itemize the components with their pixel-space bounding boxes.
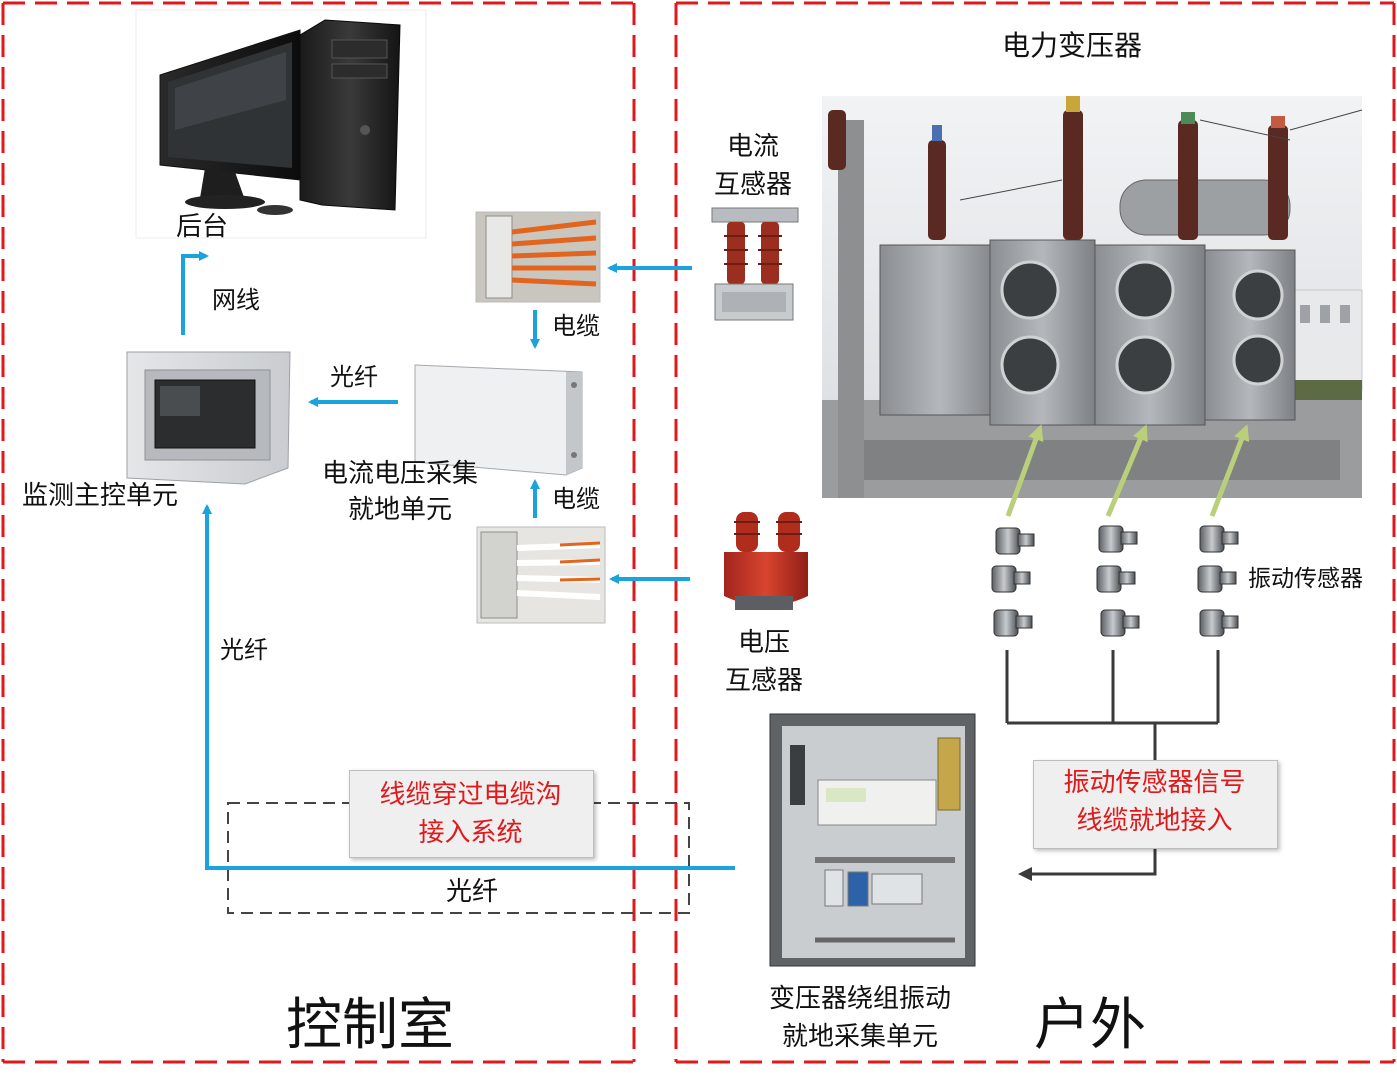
sensor-arrows (1005, 424, 1250, 517)
cable-trench-label: 线缆穿过电缆沟 接入系统 (349, 776, 592, 852)
vt-line2: 互感器 (724, 666, 803, 696)
backend-computer-image (135, 9, 427, 239)
voltage-transformer-image (724, 512, 808, 610)
monitor-unit-label: 监测主控单元 (22, 481, 179, 511)
vibration-unit-label: 变压器绕组振动 就地采集单元 (740, 980, 980, 1056)
network-cable-label: 网线 (212, 286, 260, 314)
sensor-signal-label: 振动传感器信号 线缆就地接入 (1033, 764, 1276, 840)
backend-label: 后台 (176, 212, 229, 242)
cable-bottom-label: 电缆 (552, 485, 600, 513)
vibration-cabinet-image (769, 713, 976, 967)
fiber-left-label: 光纤 (220, 636, 268, 664)
power-transformer-label: 电力变压器 (1002, 29, 1143, 62)
ct-line1: 电流 (726, 132, 779, 162)
fiber-top-label: 光纤 (330, 363, 378, 391)
terminal-block-top-image (475, 211, 601, 303)
cable-top-label: 电缆 (552, 312, 600, 340)
control-room-title: 控制室 (286, 993, 454, 1058)
acq-unit-image (414, 364, 583, 476)
sensor-signal-line2: 线缆就地接入 (1076, 806, 1233, 836)
link-fiber-long (202, 504, 735, 870)
vib-unit-line1: 变压器绕组振动 (768, 984, 951, 1014)
vibration-sensor-label: 振动传感器 (1248, 566, 1363, 592)
vt-line1: 电压 (737, 628, 790, 658)
current-transformer-image (711, 207, 799, 321)
voltage-transformer-label: 电压 互感器 (710, 624, 818, 700)
vib-unit-line2: 就地采集单元 (781, 1022, 938, 1052)
sensor-signal-callout (1033, 760, 1278, 849)
sensor-cable-tree (1005, 650, 1220, 881)
link-network (181, 251, 209, 335)
sensor-col-2 (1096, 525, 1140, 637)
current-transformer-label: 电流 互感器 (700, 128, 806, 204)
sensor-signal-line1: 振动传感器信号 (1063, 768, 1246, 798)
acq-unit-line1: 电流电压采集 (321, 459, 478, 489)
ct-line2: 互感器 (713, 170, 792, 200)
cable-trench-line2: 接入系统 (418, 818, 523, 848)
sensor-col-1 (991, 527, 1035, 637)
cable-trench-line1: 线缆穿过电缆沟 (379, 780, 562, 810)
sensor-col-3 (1197, 525, 1239, 637)
blue-links (181, 251, 735, 870)
power-transformer-image (822, 96, 1363, 498)
fiber-bottom-label: 光纤 (446, 877, 499, 907)
outdoor-title: 户外 (1034, 993, 1146, 1058)
monitor-unit-image (126, 351, 291, 485)
acq-unit-label: 电流电压采集 就地单元 (300, 456, 500, 528)
vibration-sensor-group (991, 525, 1239, 637)
acq-unit-line2: 就地单元 (347, 495, 452, 525)
zone-borders (1, 1, 1396, 1064)
terminal-block-bottom-image (476, 526, 606, 624)
cable-trench-callout (349, 770, 594, 858)
